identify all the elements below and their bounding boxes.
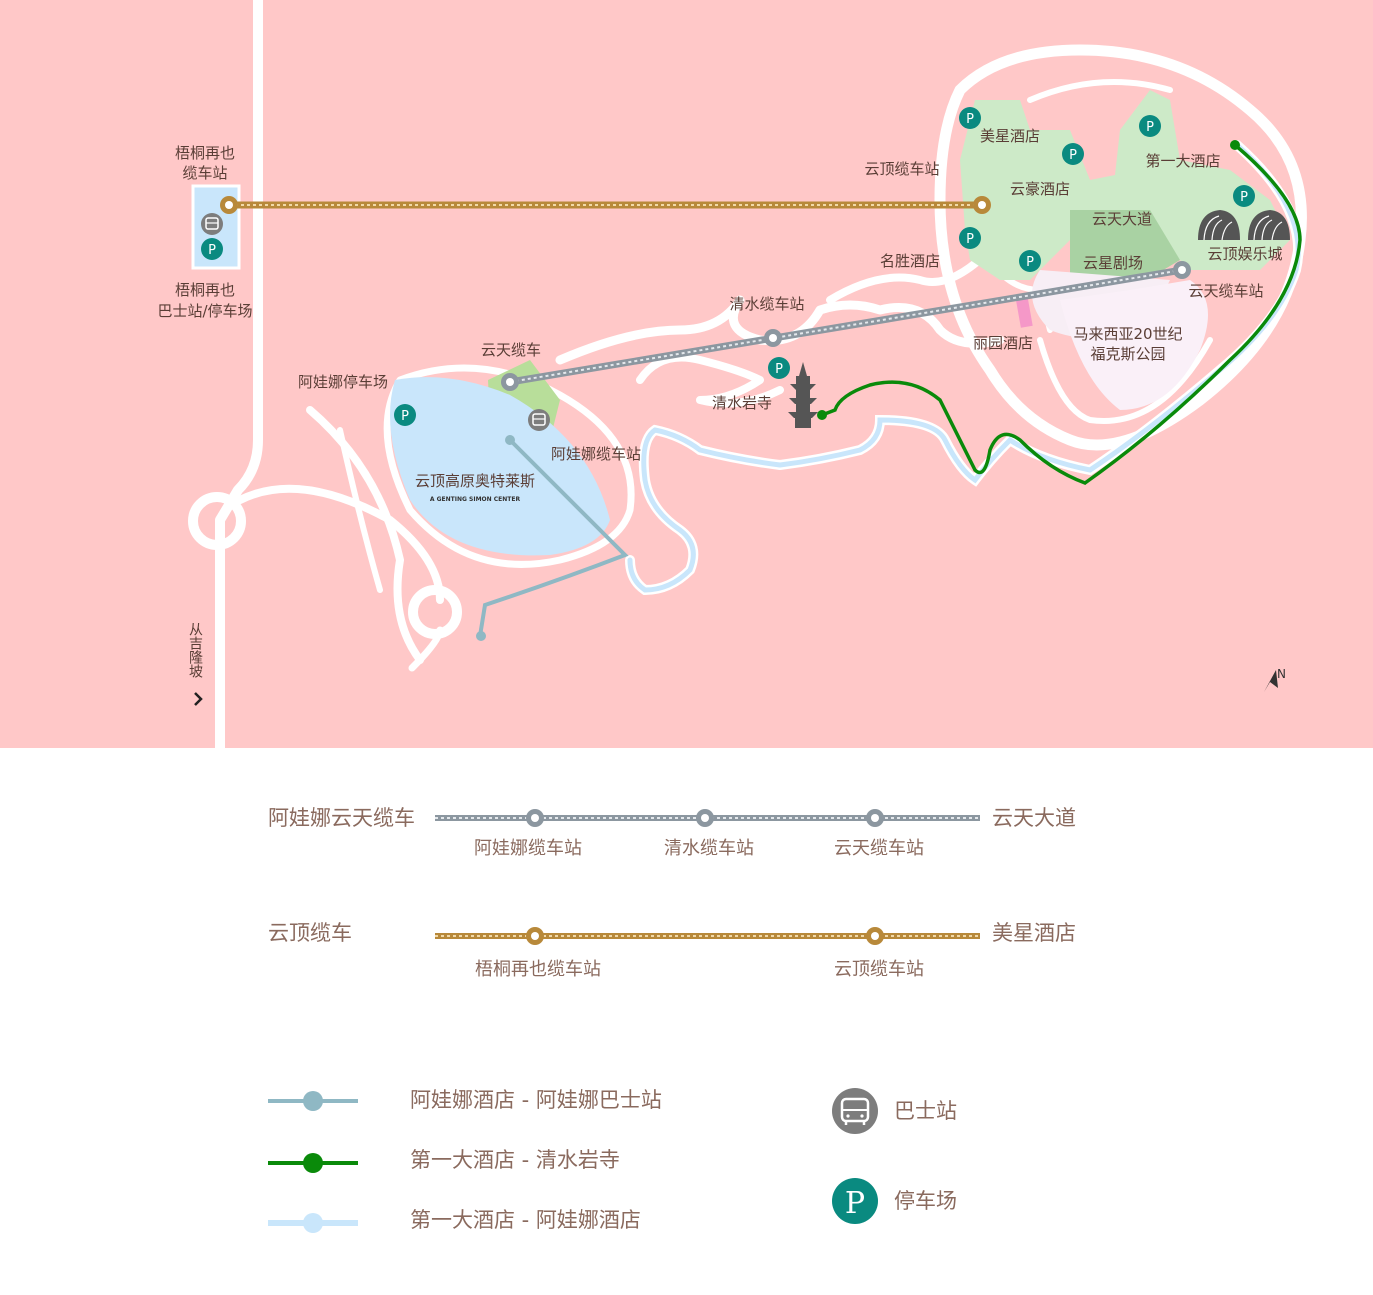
label-skyavenue: 云天大道 — [1092, 210, 1152, 228]
bus-icon — [201, 213, 223, 235]
map-labels: 梧桐再也缆车站 梧桐再也巴士站/停车场 云顶缆车站 美星酒店 第一大酒店 云豪酒… — [157, 127, 1282, 678]
svg-text:P: P — [1146, 120, 1154, 135]
label-arena: 云星剧场 — [1083, 254, 1143, 272]
label-skyway: 云天缆车 — [481, 341, 541, 359]
label-yunhao-hotel: 云豪酒店 — [1010, 180, 1070, 198]
pagoda-icon — [788, 362, 818, 428]
legend-parking: P 停车场 — [832, 1178, 957, 1224]
svg-text:阿娃娜酒店 - 阿娃娜巴士站: 阿娃娜酒店 - 阿娃娜巴士站 — [410, 1088, 662, 1112]
svg-text:P: P — [966, 112, 974, 127]
svg-text:P: P — [401, 409, 409, 424]
label-mingsheng-hotel: 名胜酒店 — [880, 252, 940, 270]
svg-text:P: P — [208, 243, 216, 258]
legend-bus: 巴士站 — [832, 1088, 957, 1134]
svg-text:云顶缆车站: 云顶缆车站 — [834, 959, 924, 980]
label-outlets: 云顶高原奥特莱斯 — [415, 472, 535, 490]
legend: 阿娃娜云天缆车 云天大道 阿娃娜缆车站 清水缆车站 云天缆车站 云顶缆车 美星酒… — [268, 806, 1076, 1233]
label-first-world-hotel: 第一大酒店 — [1145, 152, 1220, 170]
svg-text:P: P — [1240, 190, 1248, 205]
svg-text:停车场: 停车场 — [894, 1189, 957, 1213]
svg-text:清水缆车站: 清水缆车站 — [664, 838, 754, 859]
label-from-kl: 从吉隆坡 — [187, 622, 203, 678]
parking-icon: P — [1233, 185, 1255, 207]
label-wutong-bus: 梧桐再也巴士站/停车场 — [157, 281, 252, 320]
svg-text:第一大酒店 - 清水岩寺: 第一大酒店 - 清水岩寺 — [410, 1148, 620, 1172]
label-awana-skyway-station: 云天缆车站 — [1188, 282, 1263, 300]
casino-building-icon — [1198, 210, 1290, 241]
legend-awana-line: 阿娃娜云天缆车 云天大道 阿娃娜缆车站 清水缆车站 云天缆车站 — [268, 806, 1076, 859]
svg-text:阿娃娜缆车站: 阿娃娜缆车站 — [474, 838, 582, 859]
label-theme-park: 马来西亚20世纪福克斯公园 — [1073, 325, 1182, 363]
label-liyuan-hotel: 丽园酒店 — [973, 334, 1033, 352]
parking-icon: P — [959, 227, 981, 249]
legend-route-awana-bus: 阿娃娜酒店 - 阿娃娜巴士站 — [268, 1088, 662, 1112]
svg-text:美星酒店: 美星酒店 — [992, 921, 1076, 945]
svg-text:巴士站: 巴士站 — [894, 1099, 957, 1123]
awana-skyway-line — [501, 261, 1191, 391]
label-meixing-hotel: 美星酒店 — [980, 127, 1040, 145]
label-wutong-cable: 梧桐再也缆车站 — [175, 144, 235, 182]
parking-icon: P — [768, 357, 790, 379]
route-firstworld-temple — [820, 143, 1302, 485]
label-casino: 云顶娱乐城 — [1207, 245, 1282, 263]
svg-text:P: P — [845, 1186, 865, 1221]
svg-text:云天大道: 云天大道 — [992, 806, 1076, 830]
legend-genting-line: 云顶缆车 美星酒店 梧桐再也缆车站 云顶缆车站 — [268, 921, 1076, 980]
svg-text:云顶缆车: 云顶缆车 — [268, 921, 352, 945]
label-chinswee-station: 清水缆车站 — [729, 295, 804, 313]
parking-icon: P — [1019, 250, 1041, 272]
legend-route-firstworld-awana: 第一大酒店 - 阿娃娜酒店 — [268, 1208, 641, 1233]
parking-icon: P — [1062, 143, 1084, 165]
parking-icon: P — [1139, 115, 1161, 137]
route-awana-bus — [478, 438, 629, 637]
svg-text:阿娃娜云天缆车: 阿娃娜云天缆车 — [268, 806, 415, 830]
roads — [188, 0, 1307, 753]
chevron-down-icon — [194, 692, 203, 706]
svg-text:P: P — [1026, 255, 1034, 270]
svg-text:梧桐再也缆车站: 梧桐再也缆车站 — [475, 959, 601, 980]
parking-icon: P — [201, 238, 223, 260]
bus-icon — [832, 1088, 878, 1134]
north-arrow-icon: N — [1264, 667, 1286, 692]
svg-text:第一大酒店 - 阿娃娜酒店: 第一大酒店 - 阿娃娜酒店 — [410, 1208, 641, 1232]
svg-text:P: P — [1069, 148, 1077, 163]
label-chinswee-temple: 清水岩寺 — [712, 394, 772, 412]
svg-text:P: P — [966, 232, 974, 247]
svg-text:N: N — [1277, 667, 1286, 681]
label-genting-cable-station: 云顶缆车站 — [864, 160, 939, 178]
bus-icon — [528, 409, 550, 431]
parking-icon: P — [394, 404, 416, 426]
outlets-building — [390, 377, 610, 556]
parking-icon: P — [832, 1178, 878, 1224]
label-awana-station: 阿娃娜缆车站 — [551, 445, 641, 463]
svg-text:云天缆车站: 云天缆车站 — [834, 838, 924, 859]
parking-icon: P — [959, 107, 981, 129]
legend-route-firstworld-temple: 第一大酒店 - 清水岩寺 — [268, 1148, 620, 1173]
label-outlets-sub: A GENTING SIMON CENTER — [430, 496, 521, 503]
label-awana-parking: 阿娃娜停车场 — [298, 373, 388, 391]
genting-cable-line — [220, 196, 991, 214]
svg-text:P: P — [775, 362, 783, 377]
parking-markers: P P P P P P P P P — [201, 107, 1255, 426]
